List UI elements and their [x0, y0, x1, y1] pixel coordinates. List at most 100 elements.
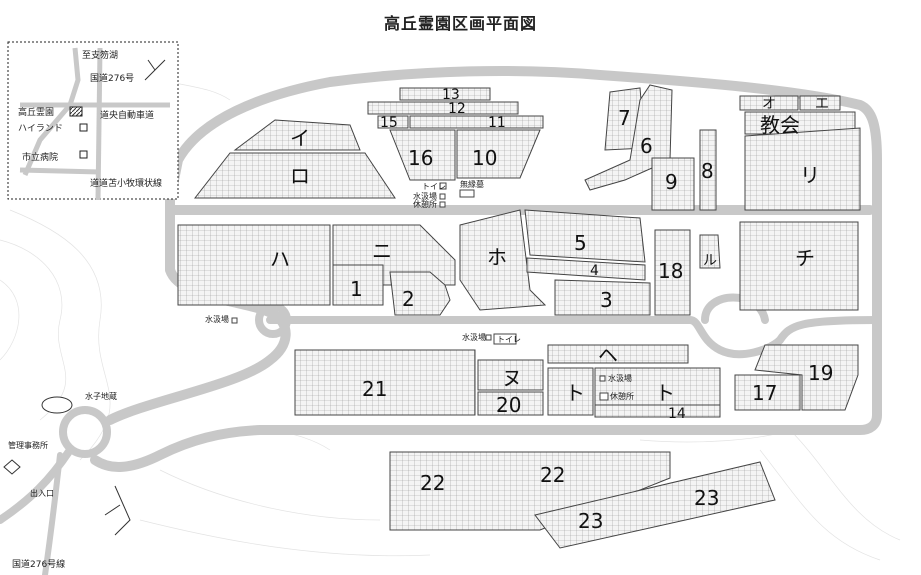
section-label-e: エ [815, 96, 829, 112]
block-1[interactable] [332, 264, 384, 306]
section-label-ho: ホ [487, 245, 507, 269]
section-label-4: 4 [590, 263, 599, 279]
block-he[interactable] [547, 344, 689, 364]
block-17[interactable] [734, 374, 801, 411]
section-label-9: 9 [665, 170, 678, 194]
north-arrow-icon [104, 485, 131, 536]
section-label-22-a: 22 [420, 471, 445, 495]
facility-water-2: 水汲場 [205, 314, 229, 324]
block-23[interactable] [534, 461, 776, 549]
inset-north-arrow-icon [144, 59, 166, 81]
block-13[interactable] [399, 87, 491, 101]
facility-toilet-2: トイレ [497, 335, 521, 344]
section-label-2: 2 [402, 287, 415, 311]
section-label-16: 16 [408, 146, 433, 170]
inset-location-map: 至支笏湖 国道276号 高丘霊園 道央自動車道 ハイランド 市立病院 道道苫小牧… [7, 41, 179, 201]
section-label-nu: ヌ [502, 366, 522, 390]
section-label-3: 3 [600, 288, 613, 312]
section-label-6: 6 [640, 134, 653, 158]
facility-water-1: 水汲場 [413, 191, 437, 201]
section-label-ri: リ [800, 163, 820, 187]
inset-bypass-label: 道道苫小牧環状線 [90, 177, 162, 189]
inset-lake-label: 至支笏湖 [82, 49, 118, 61]
block-to-1[interactable] [547, 367, 594, 416]
section-label-7: 7 [618, 106, 631, 130]
block-ri[interactable] [744, 127, 861, 211]
section-label-church: 教会 [760, 113, 800, 137]
inset-hiland-label: ハイランド [18, 123, 63, 134]
block-14[interactable] [594, 404, 721, 418]
block-e[interactable] [799, 95, 841, 111]
facility-rest-2: 休憩所 [610, 391, 634, 401]
section-label-13: 13 [442, 87, 460, 103]
block-20[interactable] [477, 391, 544, 416]
block-ro[interactable] [193, 152, 396, 199]
toilet-icon [439, 182, 447, 190]
block-ha[interactable] [177, 224, 331, 306]
block-ho[interactable] [459, 209, 547, 311]
block-chi[interactable] [739, 221, 859, 311]
inset-route276-label: 国道276号 [90, 72, 134, 84]
block-10[interactable] [456, 129, 541, 179]
section-label-ro: ロ [290, 164, 310, 188]
block-4[interactable] [526, 257, 646, 281]
block-12[interactable] [367, 101, 519, 115]
section-label-23-b: 23 [694, 486, 719, 510]
section-label-20: 20 [496, 393, 521, 417]
facility-jizo: 水子地蔵 [85, 391, 117, 401]
section-label-ha: ハ [270, 247, 290, 271]
toilet-building [493, 333, 517, 345]
section-label-i: イ [290, 126, 310, 150]
block-o[interactable] [739, 95, 799, 111]
block-11[interactable] [409, 115, 544, 129]
block-15[interactable] [377, 115, 409, 129]
section-label-11: 11 [488, 115, 506, 131]
office-icon [3, 459, 21, 475]
section-label-to-1: ト [565, 381, 585, 405]
block-21[interactable] [294, 349, 476, 416]
section-label-10: 10 [472, 146, 497, 170]
section-label-17: 17 [752, 381, 777, 405]
inset-expressway-label: 道央自動車道 [100, 109, 154, 121]
block-2[interactable] [389, 271, 451, 316]
facility-toilet-1: トイレ [422, 182, 446, 191]
facility-ossuary: 無縁墓 [460, 179, 484, 189]
ossuary-icon [459, 189, 475, 198]
block-5[interactable] [524, 209, 646, 263]
water-icon [485, 334, 492, 341]
block-9[interactable] [651, 157, 695, 211]
section-label-22-b: 22 [540, 463, 565, 487]
facility-office: 管理事務所 [8, 440, 48, 450]
block-nu[interactable] [477, 359, 544, 391]
section-label-to-2: ト [655, 381, 675, 405]
block-6[interactable] [584, 84, 673, 191]
section-label-1: 1 [350, 277, 363, 301]
water-icon [439, 193, 446, 200]
section-label-12: 12 [448, 101, 466, 117]
inset-cemetery-label: 高丘霊園 [18, 106, 54, 118]
block-3[interactable] [554, 279, 651, 316]
inset-hospital-label: 市立病院 [22, 151, 58, 163]
block-8[interactable] [699, 129, 717, 211]
facility-rest-1: 休憩所 [413, 199, 437, 209]
block-ru[interactable] [699, 234, 721, 269]
section-label-chi: チ [795, 246, 815, 270]
page-title: 高丘霊園区画平面図 [383, 14, 537, 33]
block-19[interactable] [754, 344, 859, 411]
section-label-o: オ [762, 96, 776, 112]
block-18[interactable] [654, 229, 691, 316]
section-label-19: 19 [808, 361, 833, 385]
water-icon [599, 375, 606, 382]
section-label-14: 14 [668, 406, 686, 422]
section-label-15: 15 [380, 115, 398, 131]
inset-hiland-marker [79, 123, 88, 132]
rest-icon [439, 201, 446, 208]
block-16[interactable] [389, 129, 456, 181]
section-label-ni: ニ [372, 239, 392, 263]
block-i[interactable] [233, 119, 361, 151]
bottom-road-label: 国道276号線 [12, 558, 65, 570]
section-label-23-a: 23 [578, 509, 603, 533]
section-label-18: 18 [658, 259, 683, 283]
water-icon [231, 317, 238, 324]
